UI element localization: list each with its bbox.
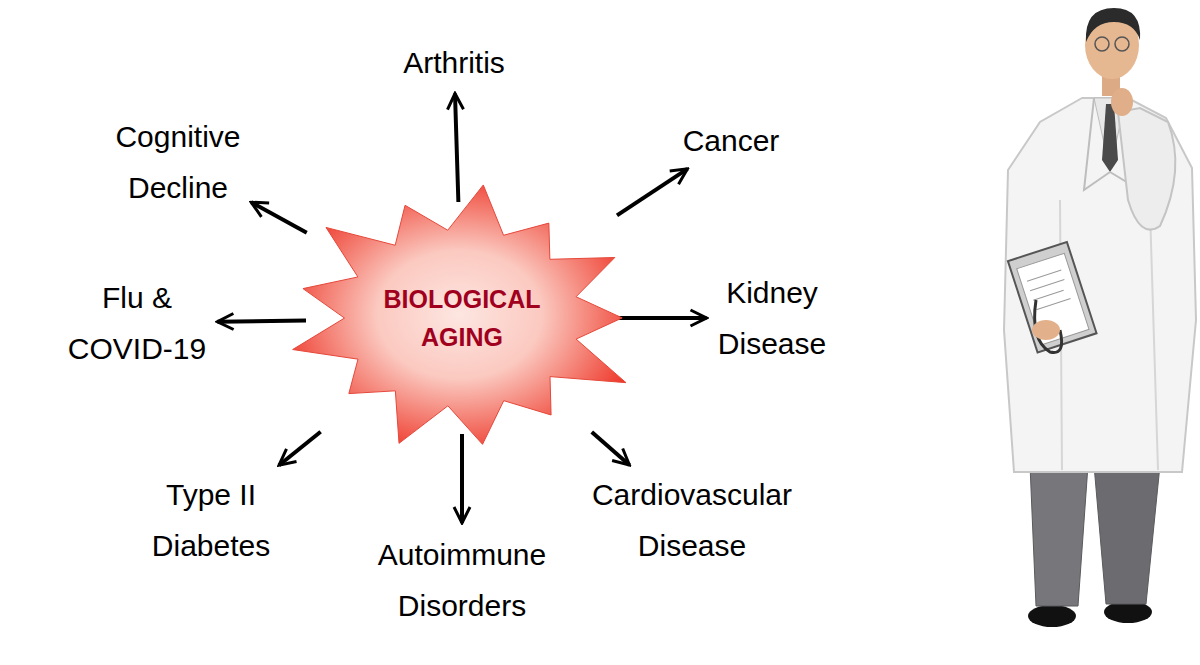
condition-label: Cognitive Decline: [110, 111, 246, 213]
condition-label-node: Type II Diabetes: [147, 469, 276, 571]
condition-label-node: Kidney Disease: [713, 267, 832, 369]
coat-sleeve: [1118, 108, 1175, 230]
arrow-connector: [279, 432, 321, 465]
hand: [1032, 320, 1060, 340]
condition-label: Type II Diabetes: [147, 469, 276, 571]
starburst-outline: [293, 185, 626, 444]
arrow-connector: [618, 316, 707, 320]
condition-label: Flu & COVID-19: [63, 272, 212, 374]
arrow-connector: [217, 320, 306, 321]
trouser-leg: [1094, 465, 1160, 604]
central-label: BIOLOGICAL AGING: [372, 280, 552, 356]
condition-label-node: Flu & COVID-19: [63, 272, 212, 374]
hand: [1111, 88, 1133, 116]
arrow-connector: [251, 202, 306, 232]
starburst-node: BIOLOGICAL AGING: [312, 208, 612, 428]
condition-label-node: Cancer: [678, 115, 785, 166]
condition-label: Arthritis: [398, 37, 510, 88]
clipboard: [1008, 242, 1097, 352]
condition-label: Autoimmune Disorders: [373, 529, 552, 631]
arrow-connector: [617, 169, 687, 216]
arrow-connector: [455, 93, 458, 202]
arrow-connector: [592, 432, 630, 465]
trouser-leg: [1030, 465, 1088, 606]
shoe: [1028, 605, 1076, 627]
condition-label: Cancer: [678, 115, 785, 166]
arrow-connector: [460, 434, 464, 523]
tie: [1102, 104, 1118, 172]
clipboard-paper: [1017, 253, 1089, 345]
glasses: [1115, 37, 1129, 51]
hair: [1086, 8, 1140, 42]
starburst-shape: [312, 208, 612, 428]
glasses: [1095, 37, 1109, 51]
paper-lines: [1027, 270, 1071, 310]
clipboard-board: [1008, 242, 1097, 352]
condition-label: Cardiovascular Disease: [587, 469, 798, 571]
lab-coat: [1004, 98, 1196, 472]
condition-label-node: Cognitive Decline: [110, 111, 246, 213]
condition-label-node: Autoimmune Disorders: [373, 529, 552, 631]
condition-label-node: Arthritis: [398, 37, 510, 88]
condition-label-node: Cardiovascular Disease: [587, 469, 798, 571]
condition-label: Kidney Disease: [713, 267, 832, 369]
